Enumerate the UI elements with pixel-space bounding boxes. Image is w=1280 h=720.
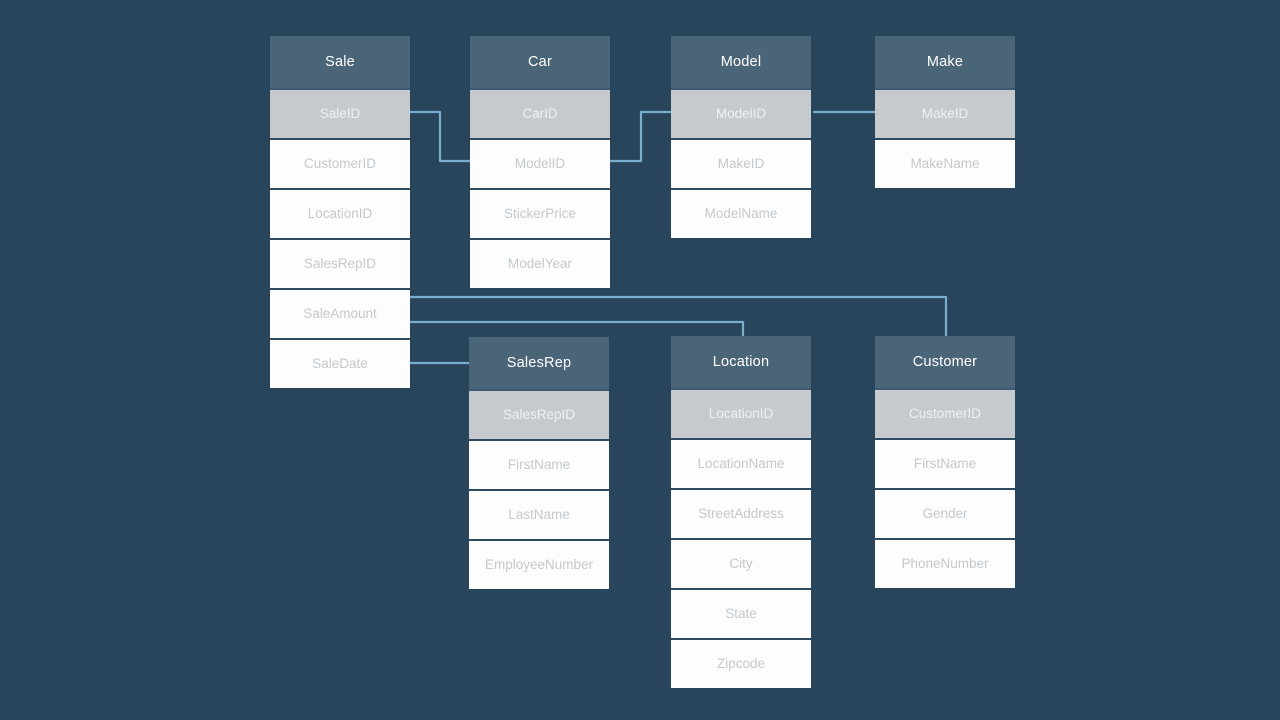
field-row-sale-locationid[interactable]: LocationID bbox=[270, 188, 410, 238]
field-row-location-zipcode[interactable]: Zipcode bbox=[671, 638, 811, 688]
field-row-salesrep-lastname[interactable]: LastName bbox=[469, 489, 609, 539]
field-row-customer-phonenumber[interactable]: PhoneNumber bbox=[875, 538, 1015, 588]
entity-header-customer: Customer bbox=[875, 336, 1015, 388]
field-row-car-modelid[interactable]: ModelID bbox=[470, 138, 610, 188]
field-row-model-modelname[interactable]: ModelName bbox=[671, 188, 811, 238]
field-row-location-streetaddress[interactable]: StreetAddress bbox=[671, 488, 811, 538]
field-row-model-modelid[interactable]: ModelID bbox=[671, 88, 811, 138]
entity-header-car: Car bbox=[470, 36, 610, 88]
entity-header-make: Make bbox=[875, 36, 1015, 88]
entity-header-sale: Sale bbox=[270, 36, 410, 88]
relationship-line-1 bbox=[608, 110, 673, 163]
relationship-line-4 bbox=[408, 320, 745, 338]
relationship-line-0 bbox=[408, 110, 472, 163]
field-row-salesrep-salesrepid[interactable]: SalesRepID bbox=[469, 389, 609, 439]
field-row-car-modelyear[interactable]: ModelYear bbox=[470, 238, 610, 288]
field-row-make-makename[interactable]: MakeName bbox=[875, 138, 1015, 188]
field-row-car-carid[interactable]: CarID bbox=[470, 88, 610, 138]
field-row-sale-saleid[interactable]: SaleID bbox=[270, 88, 410, 138]
field-row-location-city[interactable]: City bbox=[671, 538, 811, 588]
entity-header-salesrep: SalesRep bbox=[469, 337, 609, 389]
field-row-customer-customerid[interactable]: CustomerID bbox=[875, 388, 1015, 438]
field-row-sale-saledate[interactable]: SaleDate bbox=[270, 338, 410, 388]
field-row-customer-firstname[interactable]: FirstName bbox=[875, 438, 1015, 488]
field-row-sale-salesrepid[interactable]: SalesRepID bbox=[270, 238, 410, 288]
relationship-line-3 bbox=[408, 295, 948, 338]
field-row-location-locationid[interactable]: LocationID bbox=[671, 388, 811, 438]
entity-header-location: Location bbox=[671, 336, 811, 388]
field-row-car-stickerprice[interactable]: StickerPrice bbox=[470, 188, 610, 238]
entity-header-model: Model bbox=[671, 36, 811, 88]
field-row-model-makeid[interactable]: MakeID bbox=[671, 138, 811, 188]
field-row-salesrep-employeenumber[interactable]: EmployeeNumber bbox=[469, 539, 609, 589]
field-row-sale-customerid[interactable]: CustomerID bbox=[270, 138, 410, 188]
field-row-customer-gender[interactable]: Gender bbox=[875, 488, 1015, 538]
field-row-sale-saleamount[interactable]: SaleAmount bbox=[270, 288, 410, 338]
field-row-salesrep-firstname[interactable]: FirstName bbox=[469, 439, 609, 489]
field-row-make-makeid[interactable]: MakeID bbox=[875, 88, 1015, 138]
field-row-location-locationname[interactable]: LocationName bbox=[671, 438, 811, 488]
field-row-location-state[interactable]: State bbox=[671, 588, 811, 638]
